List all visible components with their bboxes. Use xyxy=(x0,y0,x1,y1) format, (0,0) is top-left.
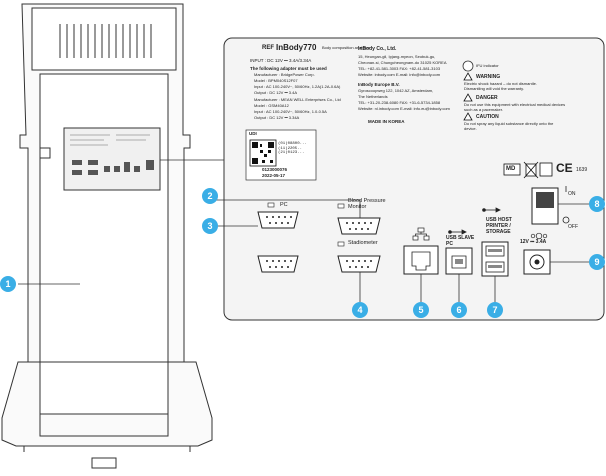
callout-2: 2 xyxy=(202,188,218,204)
callout-9: 9 xyxy=(589,254,605,270)
warning-text-2: Dismantling will void the warranty. xyxy=(464,86,524,91)
europe-line-3: TEL: +31-20-238-6080 FAX: +31-6-5734-185… xyxy=(358,100,441,105)
blood-pressure-label: Blood Pressure Monitor xyxy=(348,198,386,211)
caution-triangle-icon xyxy=(463,112,473,121)
pc-port[interactable] xyxy=(257,211,299,229)
caution-title: CAUTION xyxy=(476,114,499,120)
pc-port-icon xyxy=(267,202,275,208)
bf-type-icon xyxy=(539,162,553,177)
lan-port[interactable] xyxy=(403,245,439,275)
power-switch[interactable] xyxy=(531,187,559,225)
company-name: InBody Co., Ltd. xyxy=(358,46,397,52)
udi-code: (01)08800...(11)2205..(21)0123... xyxy=(278,142,307,156)
ifu-icon xyxy=(462,60,474,72)
md-mark-text: MD xyxy=(506,166,516,172)
dc-polarity-icon xyxy=(530,232,548,240)
danger-text-1: Do not use this equipment with electrica… xyxy=(464,102,566,107)
caution-text-2: device. xyxy=(464,126,477,131)
europe-line-1: Gyroscoopweg 122, 1042 AZ, Amsterdam, xyxy=(358,88,434,93)
input-rating: INPUT : DC 12V ⎓ 3.4A/3.34A xyxy=(250,58,312,63)
callout-8: 8 xyxy=(589,196,605,212)
danger-title: DANGER xyxy=(476,95,498,101)
switch-on-label: ON xyxy=(568,191,576,197)
rear-panel xyxy=(223,37,605,321)
usb-slave-icon xyxy=(448,229,467,235)
blood-pressure-port-icon xyxy=(337,203,345,209)
md-mark xyxy=(503,163,521,176)
qr-code xyxy=(249,139,277,167)
warning-text-1: Electric shock hazard – do not dismantle… xyxy=(464,81,537,86)
danger-text-2: such as a pacemaker. xyxy=(464,107,503,112)
ce-number: 1639 xyxy=(576,167,588,173)
adapter-2-line-3: Input : AC 100-240V~, 50/60Hz, 1.0-0.5A xyxy=(254,109,327,114)
callout-1: 1 xyxy=(0,276,16,292)
usb-host-icon xyxy=(482,207,501,213)
manufacture-date: 2022-05-17 xyxy=(262,173,286,178)
adapter-heading: The following adapter must be used xyxy=(250,66,327,71)
europe-line-2: The Netherlands xyxy=(358,94,388,99)
callout-3: 3 xyxy=(202,218,218,234)
adapter-2-line-4: Output : DC 12V ⎓ 3.34A xyxy=(254,115,300,120)
adapter-1-line-2: Model : BPM040S12F07 xyxy=(254,78,298,83)
usb-slave-port[interactable] xyxy=(445,247,473,275)
ifu-indicator: IFU indicator xyxy=(476,63,499,68)
blood-pressure-port[interactable] xyxy=(337,217,381,235)
warning-symbols xyxy=(462,60,474,121)
switch-symbols xyxy=(562,186,570,224)
made-in: MADE IN KOREA xyxy=(368,119,405,124)
danger-triangle-icon xyxy=(463,93,473,102)
adapter-2-line-1: Manufacturer : MEAN WELL Enterprises Co.… xyxy=(254,97,341,102)
company-line-4: Website: inbody.com E-mail: info@inbody.… xyxy=(358,72,441,77)
power-rating-label: 12V ⎓ 3.4A xyxy=(520,239,547,245)
product-subtitle: Body composition analyzer xyxy=(322,45,370,50)
usb-host-port[interactable] xyxy=(481,241,509,277)
adapter-2-line-2: Model : GSM40A12 xyxy=(254,103,289,108)
company-line-3: TEL: +82-41-581-3003 FAX: +82-41-581-310… xyxy=(358,66,441,71)
ref-mark: REF xyxy=(262,45,274,51)
udi-label: UDI xyxy=(249,131,257,136)
lan-icon xyxy=(412,227,430,241)
product-name: InBody770 xyxy=(276,43,317,52)
callout-4: 4 xyxy=(352,302,368,318)
caution-text-1: Do not spray any liquid substance direct… xyxy=(464,121,554,126)
usb-slave-label: USB SLAVE PC xyxy=(446,235,475,247)
callout-5: 5 xyxy=(413,302,429,318)
callout-7: 7 xyxy=(487,302,503,318)
switch-off-label: OFF xyxy=(568,224,578,230)
europe-line-4: Website: nl.inbody.com E-mail: info.eu@i… xyxy=(358,106,450,111)
adapter-1-line-3: Input : AC 100-240V~, 50/60Hz, 1.2A(1.2A… xyxy=(254,84,341,89)
stadiometer-port[interactable] xyxy=(337,255,381,273)
device-back-view xyxy=(1,3,213,469)
company-line-2: Cheonan-si, Chungcheongnam-do 31025 KORE… xyxy=(358,60,447,65)
europe-name: InBody Europe B.V. xyxy=(358,82,400,87)
company-line-1: 15, Heungan-gil, Ipjang-myeon, Seobuk-gu… xyxy=(358,54,436,59)
usb-host-label: USB HOST PRINTER / STORAGE xyxy=(486,217,512,235)
serial-number: 0123000076 xyxy=(262,167,288,172)
adapter-1-line-4: Output : DC 12V ⎓ 3.4A xyxy=(254,90,297,95)
callout-6: 6 xyxy=(451,302,467,318)
stadiometer-label: Stadiometer xyxy=(348,240,378,246)
warning-triangle-icon xyxy=(463,72,473,81)
stadiometer-port-icon xyxy=(337,241,345,247)
weee-icon xyxy=(523,161,539,179)
warning-title: WARNING xyxy=(476,74,501,80)
dc-power-port[interactable] xyxy=(523,249,551,275)
pc-label: PC xyxy=(280,202,288,208)
aux-port[interactable] xyxy=(257,255,299,273)
regulatory-marks xyxy=(503,161,553,179)
adapter-1-line-1: Manufacturer : BridgePower Corp. xyxy=(254,72,315,77)
callout-leaders xyxy=(18,199,594,302)
ce-mark: CE xyxy=(556,161,573,175)
